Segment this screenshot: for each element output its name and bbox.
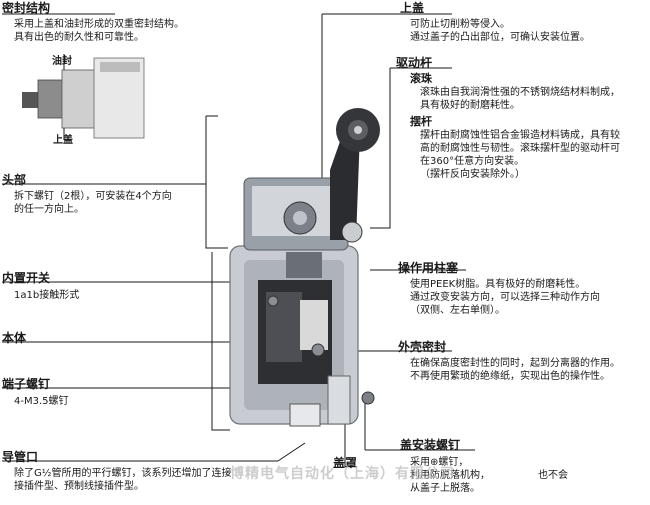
- seal-structure-title: 密封结构: [2, 1, 51, 15]
- cover-screw-desc-1: 采用⊕螺钉，: [410, 457, 469, 468]
- lever-title: 驱动杆: [396, 56, 433, 70]
- head-title: 头部: [2, 173, 27, 187]
- plunger-desc-1: 使用PEEK树脂。具有极好的耐磨耗性。: [410, 279, 586, 290]
- inset-seal-illustration: [22, 54, 145, 140]
- arm-title: 摆杆: [410, 115, 432, 128]
- body-title: 本体: [2, 331, 27, 345]
- arm-desc-2: 高的耐腐蚀性与韧性。滚珠摆杆型的驱动杆可: [420, 143, 620, 154]
- cover-screw-desc-3: 也不会: [538, 470, 568, 481]
- arm-desc-1: 摆杆由耐腐蚀性铝合金锻造材料铸成，具有较: [420, 130, 620, 141]
- limit-switch-illustration: [229, 108, 380, 427]
- cover-screw-desc-2: 利用防脱落机构，: [410, 470, 490, 481]
- arm-desc-4: （摆杆反向安装除外。）: [420, 169, 525, 180]
- cover-screw-title: 盖安装螺钉: [400, 438, 461, 452]
- roller-desc-2: 具有极好的耐磨耗性。: [420, 100, 520, 111]
- housing-seal-desc-1: 在确保高度密封性的同时，起到分离器的作用。: [410, 358, 620, 369]
- head-desc-2: 的任一方向上。: [14, 204, 84, 215]
- internal-switch-desc: 1a1b接触形式: [14, 290, 80, 301]
- internal-switch-title: 内置开关: [2, 271, 51, 285]
- housing-seal-desc-2: 不再使用繁琐的绝缘纸，实现出色的操作性。: [410, 371, 610, 382]
- cover-desc-2: 通过盖子的凸出部位，可确认安装位置。: [410, 32, 590, 43]
- housing-seal-title: 外壳密封: [398, 340, 447, 354]
- cover-title: 上盖: [400, 1, 425, 15]
- company-watermark: 博精电气自动化（上海）有限公司: [230, 466, 455, 482]
- conduit-title: 导管口: [2, 450, 39, 464]
- cover-guard-label: 盖罩: [333, 456, 358, 470]
- plunger-desc-3: （双侧、左右单侧）。: [410, 305, 505, 316]
- plunger-title: 操作用柱塞: [398, 261, 459, 275]
- arm-desc-3: 在360°任意方向安装。: [420, 156, 525, 167]
- seal-structure-desc-2: 具有出色的耐久性和可靠性。: [14, 32, 144, 43]
- conduit-desc-2: 接插件型、预制线接插件型。: [14, 481, 144, 492]
- inset-cover-label: 上盖: [53, 135, 73, 146]
- roller-desc-1: 滚珠由自我润滑性强的不锈钢烧结材料制成，: [420, 87, 620, 98]
- seal-structure-desc-1: 采用上盖和油封形成的双重密封结构。: [14, 19, 184, 30]
- cover-desc-1: 可防止切削粉等侵入。: [410, 19, 510, 30]
- terminal-screw-desc: 4-M3.5螺钉: [14, 396, 69, 407]
- conduit-desc-1: 除了G½管所用的平行螺钉，该系列还增加了连接: [14, 468, 232, 479]
- oil-seal-label: 油封: [52, 56, 72, 67]
- head-desc-1: 拆下螺钉（2根），可安装在4个方向: [14, 191, 172, 202]
- terminal-screw-title: 端子螺钉: [2, 377, 51, 391]
- cover-screw-desc-4: 从盖子上脱落。: [410, 483, 480, 494]
- plunger-desc-2: 通过改变安装方向，可以选择三种动作方向: [410, 292, 600, 303]
- roller-title: 滚珠: [410, 72, 432, 85]
